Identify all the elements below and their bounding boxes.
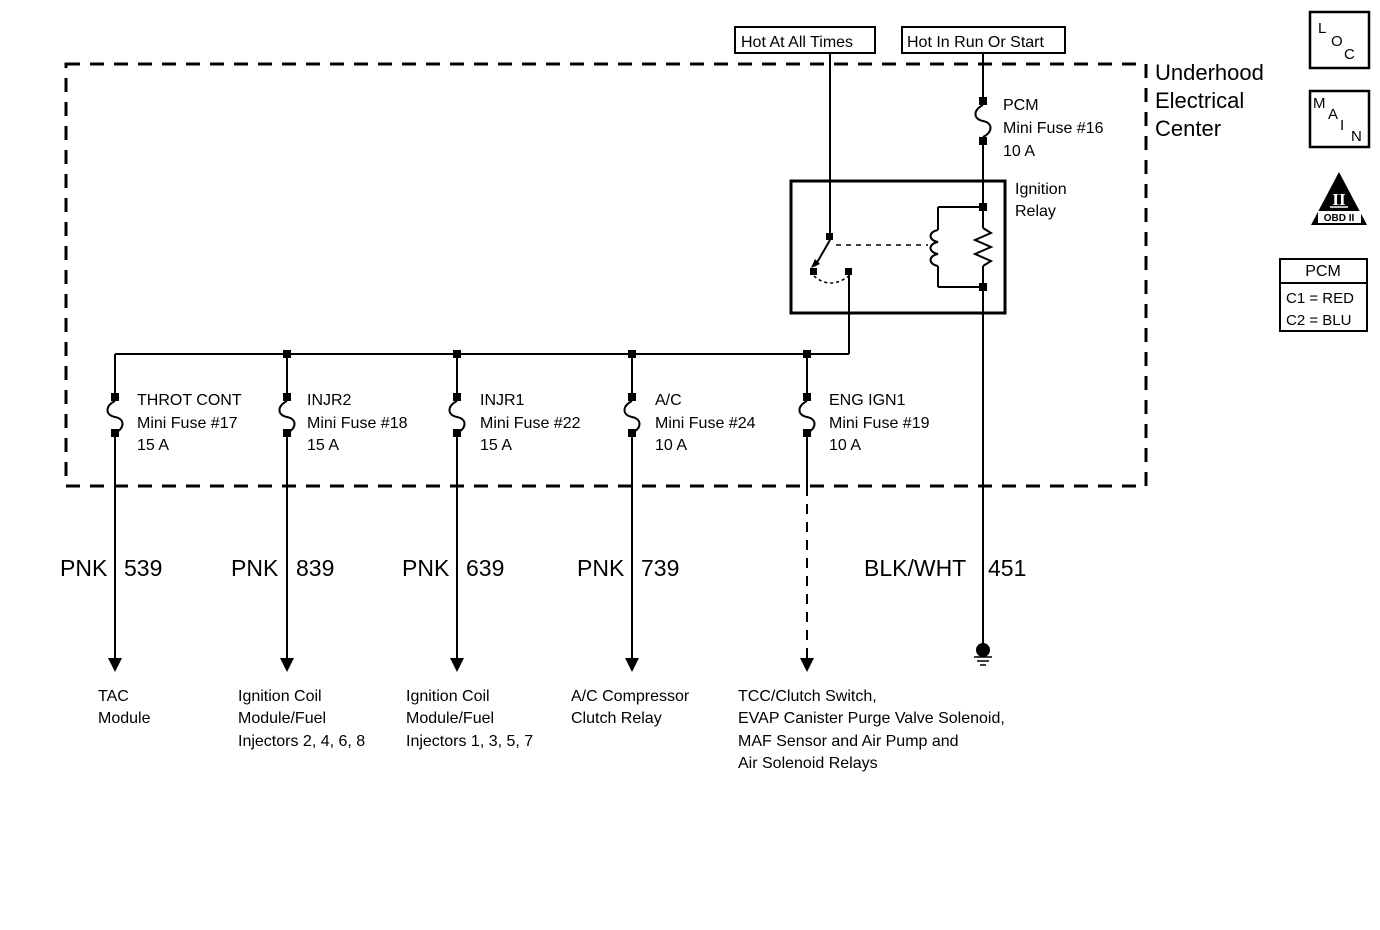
destination-2-line1: Ignition Coil: [238, 688, 322, 705]
svg-text:OBD II: OBD II: [1324, 213, 1355, 224]
hot-in-run-or-start-source: Hot In Run Or Start: [901, 26, 1066, 54]
svg-text:PCM: PCM: [1305, 263, 1341, 280]
main-icon: M A I N: [1308, 89, 1371, 149]
fuse-2-type: Mini Fuse #18: [307, 415, 408, 432]
destination-2-line2: Module/Fuel: [238, 710, 326, 727]
wire-4-color: PNK: [577, 555, 625, 581]
wire-1-color: PNK: [60, 555, 108, 581]
fuse-4-type: Mini Fuse #24: [655, 415, 756, 432]
svg-text:N: N: [1351, 128, 1362, 145]
hot-at-all-times-source: Hot At All Times: [734, 26, 876, 54]
pcm-fuse-rating: 10 A: [1003, 143, 1035, 160]
svg-text:A: A: [1328, 106, 1338, 123]
destination-3-line2: Module/Fuel: [406, 710, 494, 727]
svg-text:II: II: [1332, 190, 1346, 209]
fuse-3-rating: 15 A: [480, 437, 512, 454]
destination-5-line2: EVAP Canister Purge Valve Solenoid,: [738, 710, 1005, 727]
fuse-eng-ign1: [798, 354, 816, 672]
ground-circuit: [974, 287, 992, 666]
wire-2-circuit: 839: [296, 555, 334, 581]
destination-3-line3: Injectors 1, 3, 5, 7: [406, 733, 533, 750]
destination-4-line1: A/C Compressor: [571, 688, 690, 705]
fuse-3-type: Mini Fuse #22: [480, 415, 581, 432]
relay-label-line1: Ignition: [1015, 181, 1067, 198]
destination-4-line2: Clutch Relay: [571, 710, 662, 727]
svg-text:O: O: [1331, 33, 1343, 50]
center-label-line3: Center: [1155, 116, 1221, 141]
destination-1-line1: TAC: [98, 688, 129, 705]
svg-text:M: M: [1313, 95, 1326, 112]
pcm-connector-legend: PCM C1 = RED C2 = BLU: [1279, 258, 1368, 332]
destination-5-line3: MAF Sensor and Air Pump and: [738, 733, 959, 750]
center-label-line2: Electrical: [1155, 88, 1244, 113]
wire-3-color: PNK: [402, 555, 450, 581]
relay-coil-and-resistor: [929, 203, 994, 291]
fuse-1-type: Mini Fuse #17: [137, 415, 238, 432]
destination-1-line2: Module: [98, 710, 151, 727]
fuse-3-name: INJR1: [480, 392, 525, 409]
underhood-electrical-center-boundary: [64, 62, 1148, 488]
fuse-5-type: Mini Fuse #19: [829, 415, 930, 432]
wire-5-color: BLK/WHT: [864, 555, 966, 581]
fuse-5-name: ENG IGN1: [829, 392, 906, 409]
destination-5-line1: TCC/Clutch Switch,: [738, 688, 877, 705]
center-label-line1: Underhood: [1155, 60, 1264, 85]
svg-text:L: L: [1318, 20, 1326, 37]
fuse-4-rating: 10 A: [655, 437, 687, 454]
svg-text:Hot At All Times: Hot At All Times: [741, 34, 853, 51]
pcm-mini-fuse: [974, 97, 992, 145]
fuse-1-name: THROT CONT: [137, 392, 242, 409]
wire-3-circuit: 639: [466, 555, 504, 581]
wire-5-circuit: 451: [988, 555, 1026, 581]
svg-text:I: I: [1340, 117, 1344, 134]
fuse-2-rating: 15 A: [307, 437, 339, 454]
fuse-2-name: INJR2: [307, 392, 352, 409]
obd-ii-icon: II OBD II: [1311, 172, 1367, 225]
fuse-1-rating: 15 A: [137, 437, 169, 454]
svg-text:C: C: [1344, 46, 1355, 63]
svg-text:C1 = RED: C1 = RED: [1286, 290, 1354, 307]
fuse-5-rating: 10 A: [829, 437, 861, 454]
destination-2-line3: Injectors 2, 4, 6, 8: [238, 733, 365, 750]
destination-3-line1: Ignition Coil: [406, 688, 490, 705]
svg-text:Hot In Run Or Start: Hot In Run Or Start: [907, 34, 1044, 51]
fuse-4-name: A/C: [655, 392, 682, 409]
fuse-ac: [623, 354, 641, 672]
fuse-injr2: [278, 354, 296, 672]
relay-label-line2: Relay: [1015, 203, 1056, 220]
pcm-fuse-type: Mini Fuse #16: [1003, 120, 1104, 137]
loc-icon: L O C: [1308, 10, 1371, 70]
fuse-throt-cont: [106, 354, 124, 672]
fuse-injr1: [448, 354, 466, 672]
wire-1-circuit: 539: [124, 555, 162, 581]
wire-2-color: PNK: [231, 555, 279, 581]
pcm-fuse-name: PCM: [1003, 97, 1039, 114]
relay-switch: [810, 233, 928, 354]
destination-5-line4: Air Solenoid Relays: [738, 755, 878, 772]
wire-4-circuit: 739: [641, 555, 679, 581]
svg-text:C2 = BLU: C2 = BLU: [1286, 312, 1351, 329]
ignition-relay-box: [789, 179, 1007, 315]
